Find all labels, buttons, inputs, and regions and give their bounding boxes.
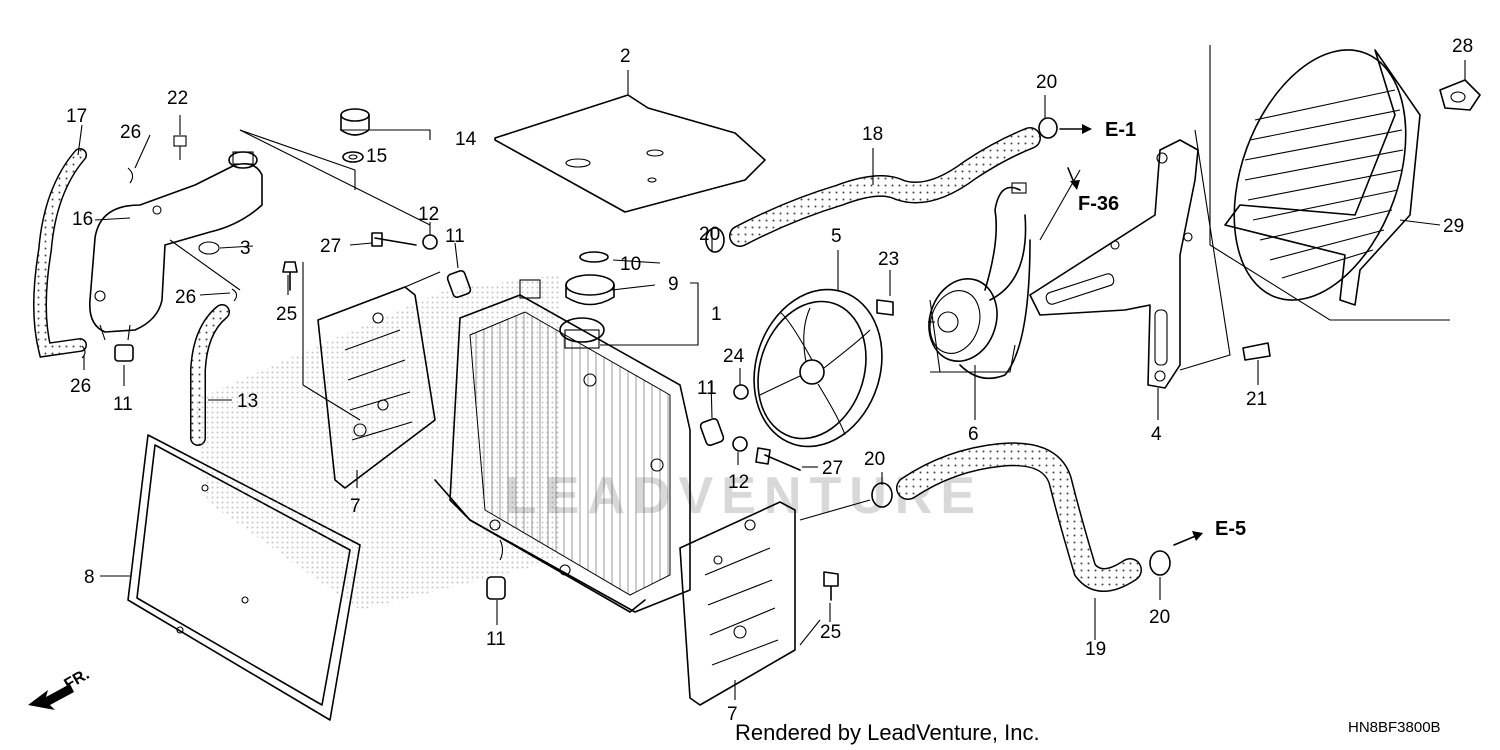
callout-24: 24 bbox=[723, 346, 745, 367]
callout-2: 2 bbox=[620, 46, 631, 67]
reservoir-hardware bbox=[81, 135, 238, 362]
callout-7: 7 bbox=[727, 704, 738, 725]
diagram-code: HN8BF3800B bbox=[1348, 719, 1441, 736]
callout-12: 12 bbox=[418, 204, 439, 225]
radiator bbox=[434, 279, 691, 613]
front-direction-indicator: FR. bbox=[28, 666, 92, 710]
callout-11: 11 bbox=[445, 226, 465, 247]
callout-27: 27 bbox=[320, 236, 341, 257]
callout-26: 26 bbox=[175, 287, 196, 308]
reference-arrows bbox=[1059, 124, 1203, 546]
callout-20: 20 bbox=[699, 224, 720, 245]
callout-28: 28 bbox=[1452, 36, 1473, 57]
radiator-cap bbox=[565, 251, 615, 306]
fan-guard bbox=[1224, 49, 1481, 306]
hardware-set bbox=[282, 232, 1271, 601]
callout-26: 26 bbox=[70, 376, 91, 397]
callout-labels: 1 2 3 4 5 6 7 7 8 9 10 11 11 11 11 12 12… bbox=[66, 36, 1473, 725]
callout-20: 20 bbox=[864, 449, 885, 470]
callout-11: 11 bbox=[113, 394, 133, 415]
cover-plate bbox=[494, 94, 766, 213]
callout-22: 22 bbox=[167, 88, 188, 109]
callout-11: 11 bbox=[486, 629, 506, 650]
callout-6: 6 bbox=[968, 424, 979, 445]
callout-7: 7 bbox=[350, 496, 361, 517]
callout-20: 20 bbox=[1036, 72, 1057, 93]
footer-credit: Rendered by LeadVenture, Inc. bbox=[735, 720, 1040, 745]
shading bbox=[195, 275, 560, 610]
callout-21: 21 bbox=[1246, 389, 1267, 410]
reference-e5[interactable]: E-5 bbox=[1215, 518, 1246, 540]
callout-20: 20 bbox=[1149, 607, 1170, 628]
reference-f36[interactable]: F-36 bbox=[1078, 193, 1119, 215]
callout-3: 3 bbox=[240, 238, 251, 259]
callout-25: 25 bbox=[276, 304, 297, 325]
right-shroud bbox=[679, 501, 796, 706]
callout-25: 25 bbox=[820, 622, 841, 643]
reservoir-tank bbox=[88, 151, 263, 341]
fan-bracket bbox=[1029, 139, 1199, 389]
callout-5: 5 bbox=[831, 226, 842, 247]
cooling-fan bbox=[753, 288, 883, 448]
callout-14: 14 bbox=[455, 129, 477, 150]
reservoir-cap bbox=[340, 108, 370, 163]
leader-lines bbox=[77, 45, 1466, 700]
callout-18: 18 bbox=[862, 124, 883, 145]
callout-19: 19 bbox=[1085, 639, 1106, 660]
callout-8: 8 bbox=[84, 567, 95, 588]
hose-clamps bbox=[705, 117, 1171, 576]
callout-4: 4 bbox=[1151, 424, 1162, 445]
fan-motor bbox=[928, 182, 1031, 380]
callout-16: 16 bbox=[72, 209, 93, 230]
callout-17: 17 bbox=[66, 106, 87, 127]
reference-e1[interactable]: E-1 bbox=[1105, 119, 1136, 141]
callout-23: 23 bbox=[878, 249, 899, 270]
callout-11: 11 bbox=[697, 378, 717, 399]
callout-13: 13 bbox=[237, 391, 258, 412]
callout-29: 29 bbox=[1443, 216, 1464, 237]
callout-10: 10 bbox=[620, 254, 641, 275]
callout-26: 26 bbox=[120, 122, 141, 143]
callout-9: 9 bbox=[668, 274, 679, 295]
callout-1: 1 bbox=[711, 304, 722, 325]
callout-12: 12 bbox=[728, 472, 749, 493]
callout-27: 27 bbox=[822, 458, 843, 479]
callout-15: 15 bbox=[366, 146, 387, 167]
